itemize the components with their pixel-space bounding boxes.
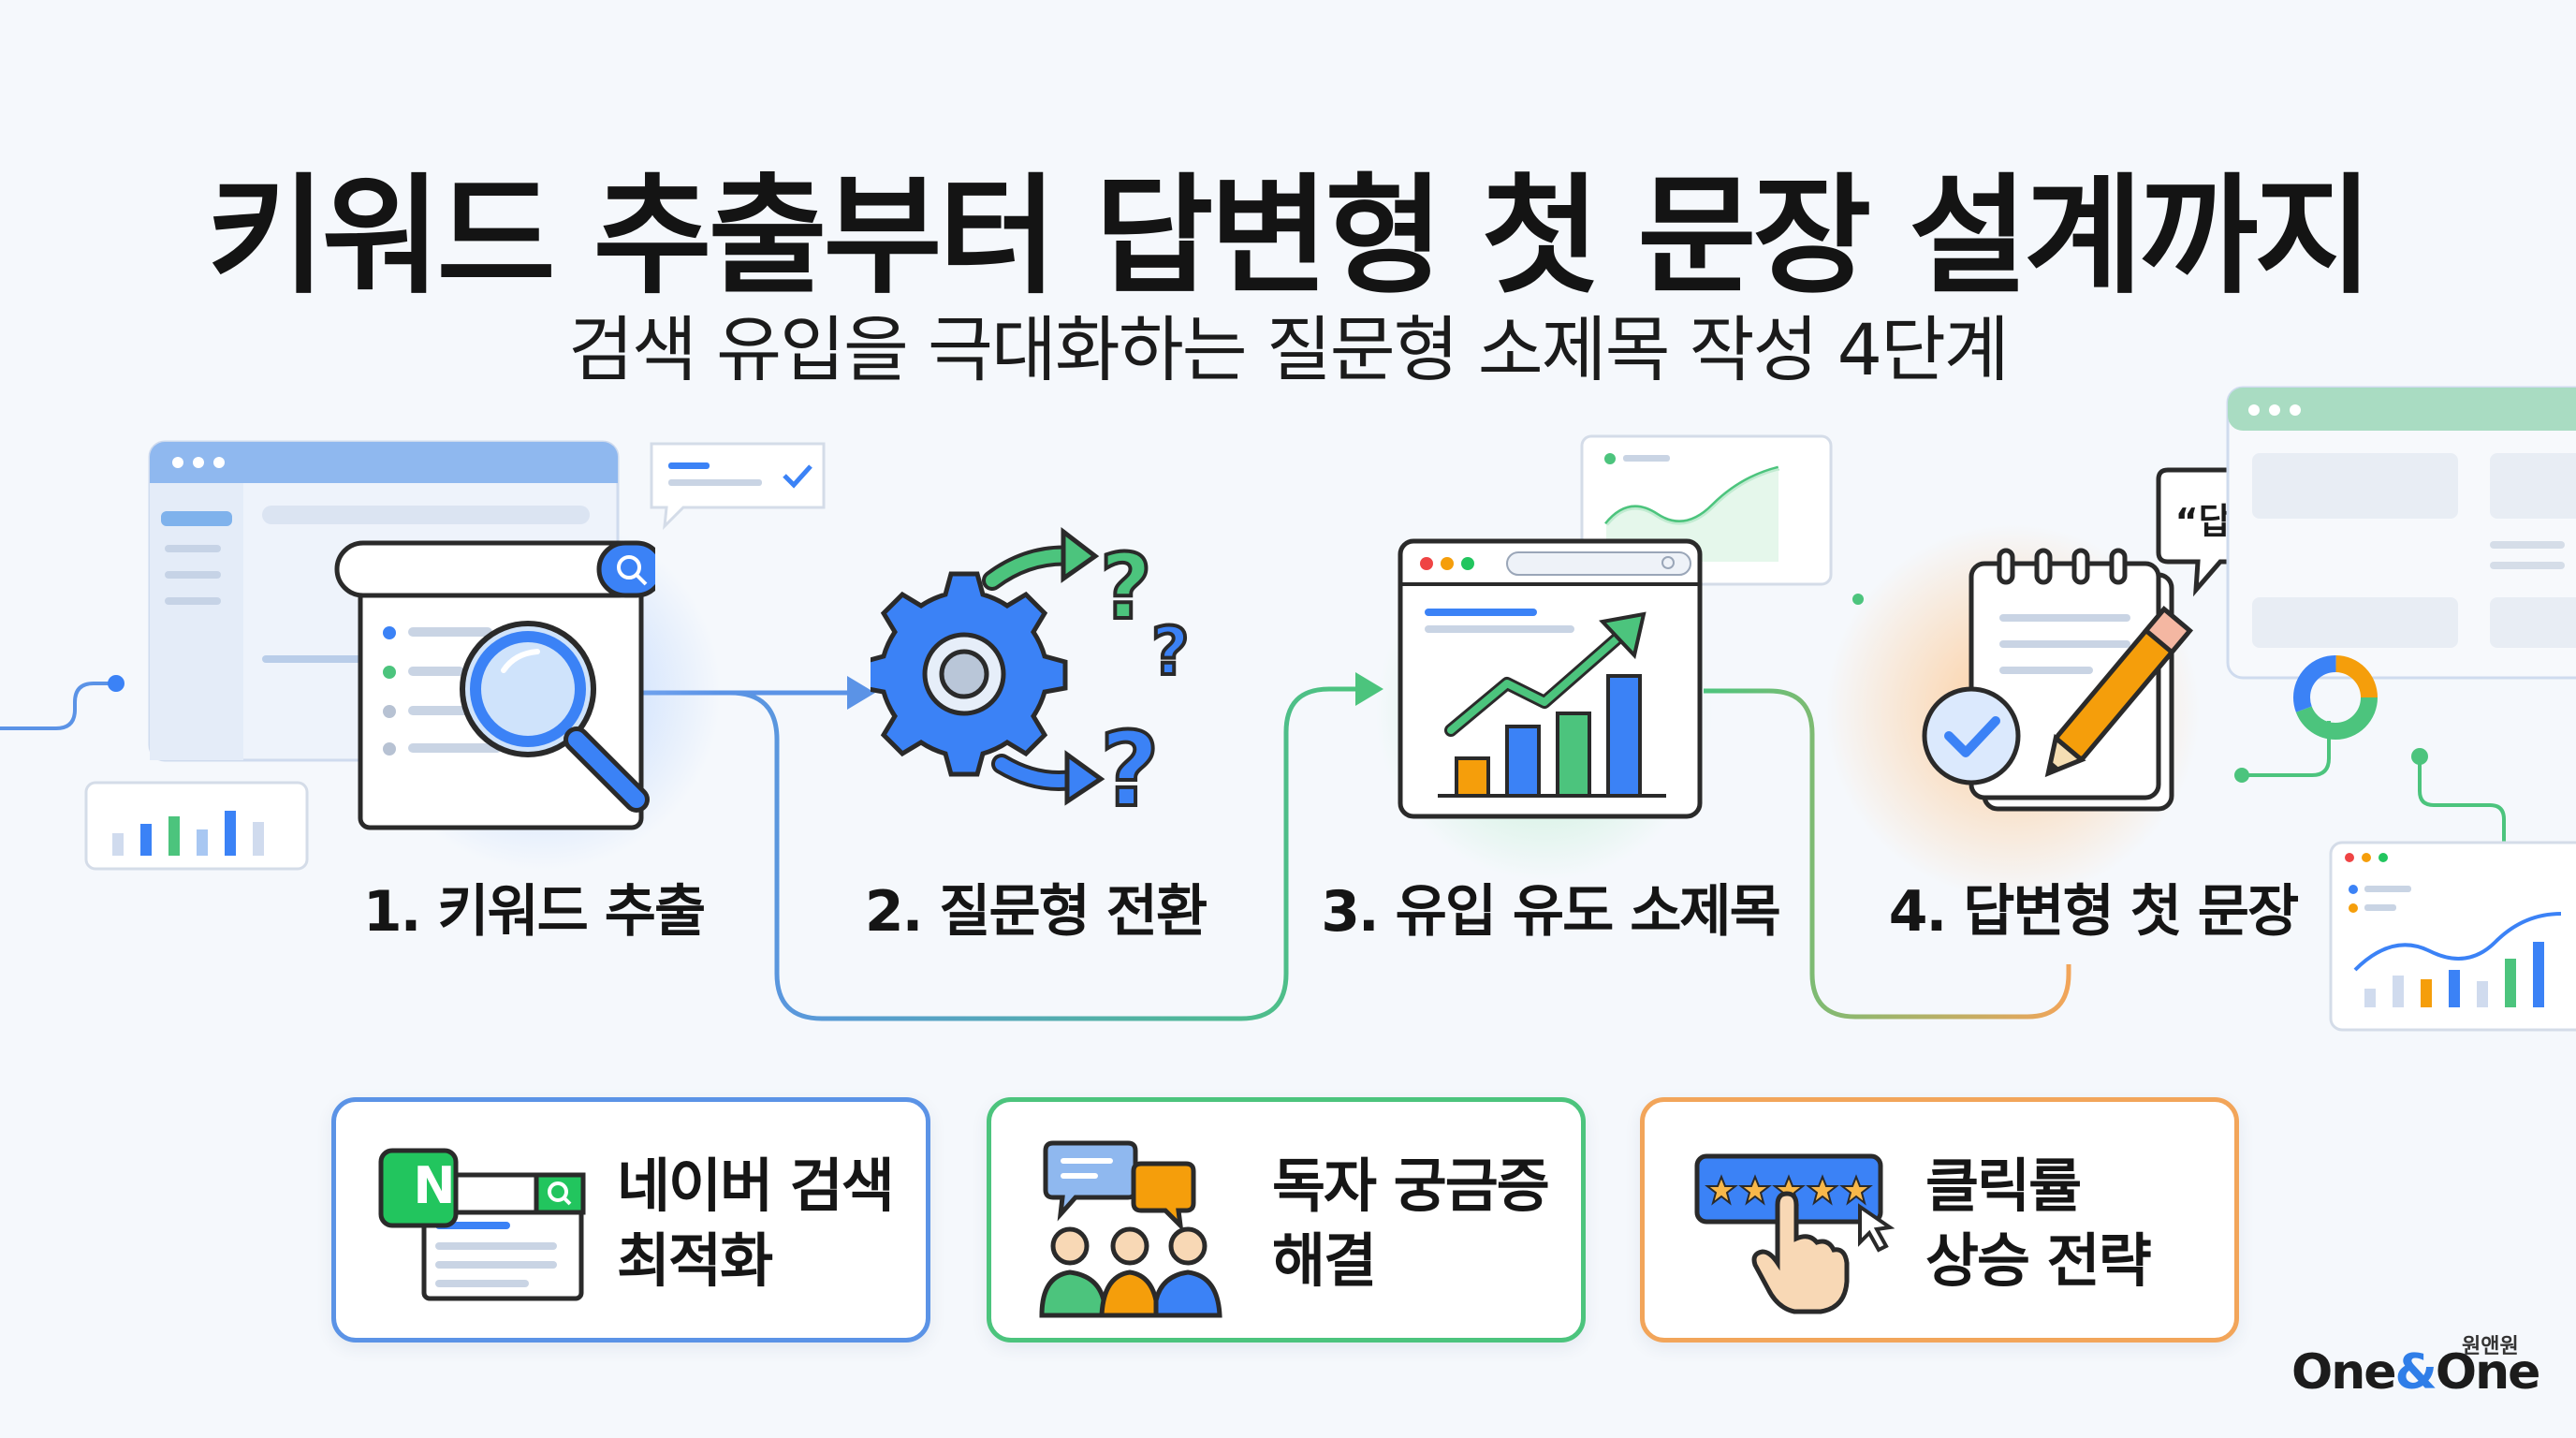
naver-search-icon (378, 1148, 586, 1301)
step-2-label: 2. 질문형 전환 (864, 879, 1208, 945)
card-3-line1: 클릭률 (1925, 1152, 2082, 1220)
people-chat-icon (1039, 1140, 1222, 1318)
brand-one-1: One (2291, 1344, 2396, 1401)
step-3-label: 3. 유입 유도 소제목 (1321, 879, 1781, 945)
card-naver-search: N 네이버 검색 최적화 (331, 1097, 930, 1343)
rating-click-icon (1694, 1153, 1895, 1314)
brand-logo: One&One (2291, 1344, 2540, 1401)
step4-illustration (1922, 548, 2194, 812)
card-2-text: 독자 궁금증 해결 (1272, 1149, 1550, 1299)
page-title: 키워드 추출부터 답변형 첫 문장 설계까지 (206, 161, 2374, 312)
brand-korean: 원앤원 (2462, 1335, 2519, 1358)
card-ctr-strategy: 클릭률 상승 전략 (1640, 1097, 2239, 1343)
card-3-text: 클릭률 상승 전략 (1925, 1149, 2152, 1299)
card-1-line2: 최적화 (617, 1226, 773, 1295)
naver-badge: N (413, 1156, 456, 1215)
step3-illustration (1398, 434, 1833, 819)
svg-text:?: ? (1100, 710, 1160, 829)
step1-illustration (84, 440, 655, 871)
brand-one-2: One (2435, 1344, 2540, 1401)
card-3-line2: 상승 전략 (1925, 1226, 2152, 1295)
step-1-label: 1. 키워드 추출 (362, 879, 706, 945)
card-reader-curiosity: 독자 궁금증 해결 (987, 1097, 1586, 1343)
page-subtitle: 검색 유입을 극대화하는 질문형 소제목 작성 4단계 (568, 308, 2010, 391)
card-2-line2: 해결 (1272, 1226, 1377, 1295)
step-4-label: 4. 답변형 첫 문장 (1888, 879, 2299, 945)
line-chart-card (2329, 841, 2576, 1032)
svg-text:?: ? (1151, 613, 1190, 690)
card-1-line1: 네이버 검색 (617, 1152, 895, 1220)
dashboard-window (2226, 386, 2576, 680)
card-1-text: 네이버 검색 최적화 (617, 1149, 895, 1299)
check-card (650, 442, 826, 531)
step2-illustration: ? ? ? (871, 526, 1192, 831)
donut-chart-icon (2293, 655, 2378, 740)
card-2-line1: 독자 궁금증 (1272, 1152, 1550, 1220)
svg-text:?: ? (1100, 535, 1152, 639)
brand-ampersand: & (2394, 1344, 2437, 1401)
